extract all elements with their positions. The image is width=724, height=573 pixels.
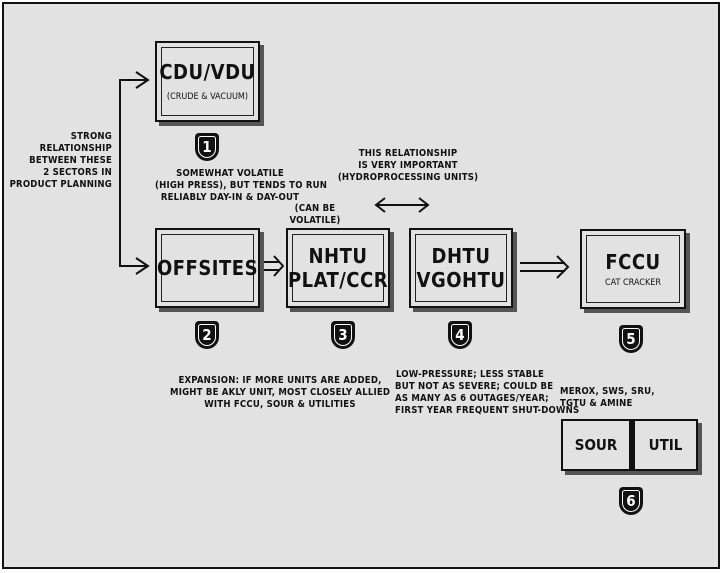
- offsites-box: OFFSITES: [155, 228, 260, 308]
- sour-util-box: SOUR UTIL: [561, 419, 698, 471]
- arrowhead-cdu: [135, 71, 150, 89]
- badge-4: 4: [448, 321, 472, 349]
- sour-util-divider: [629, 421, 635, 469]
- badge-1: 1: [195, 133, 219, 161]
- nhtu-title-line1: NHTU: [308, 244, 368, 268]
- dhtu-title-line2: VGOHTU: [416, 268, 506, 292]
- sour-label: SOUR: [574, 436, 618, 454]
- arrow-dhtu-fccu: [520, 255, 570, 279]
- cdu-subtitle: (CRUDE & VACUUM): [166, 92, 249, 102]
- bidirectional-arrow: [374, 197, 430, 213]
- fccu-box: FCCU CAT CRACKER: [580, 229, 686, 309]
- badge-5: 5: [619, 325, 643, 353]
- important-relationship-note: THIS RELATIONSHIP IS VERY IMPORTANT (HYD…: [337, 148, 479, 183]
- fccu-title: FCCU: [605, 249, 661, 274]
- dhtu-title-line1: DHTU: [431, 244, 491, 268]
- badge-6: 6: [619, 487, 643, 515]
- low-pressure-note: LOW-PRESSURE; LESS STABLE BUT NOT AS SEV…: [395, 369, 580, 416]
- offsites-title: OFFSITES: [156, 256, 259, 280]
- nhtu-box: NHTU PLAT/CCR: [286, 228, 390, 308]
- nhtu-title-line2: PLAT/CCR: [287, 268, 389, 292]
- strong-relationship-note: STRONG RELATIONSHIP BETWEEN THESE 2 SECT…: [9, 131, 112, 190]
- arrowhead-offsites: [135, 257, 150, 275]
- bracket-line: [119, 79, 146, 267]
- cdu-note: SOMEWHAT VOLATILE (HIGH PRESS), BUT TEND…: [155, 168, 328, 203]
- dhtu-box: DHTU VGOHTU: [409, 228, 513, 308]
- fccu-subtitle: CAT CRACKER: [604, 277, 661, 288]
- merox-note: MEROX, SWS, SRU, TGTU & AMINE: [560, 386, 655, 409]
- cdu-vdu-box: CDU/VDU (CRUDE & VACUUM): [155, 41, 260, 122]
- expansion-note: EXPANSION: IF MORE UNITS ARE ADDED, MIGH…: [170, 375, 391, 410]
- badge-2: 2: [195, 321, 219, 349]
- arrow-offsites-nhtu: [261, 255, 285, 277]
- util-label: UTIL: [648, 436, 683, 454]
- can-be-volatile-note: (CAN BE VOLATILE): [289, 203, 341, 226]
- cdu-title: CDU/VDU: [159, 60, 256, 84]
- badge-3: 3: [331, 321, 355, 349]
